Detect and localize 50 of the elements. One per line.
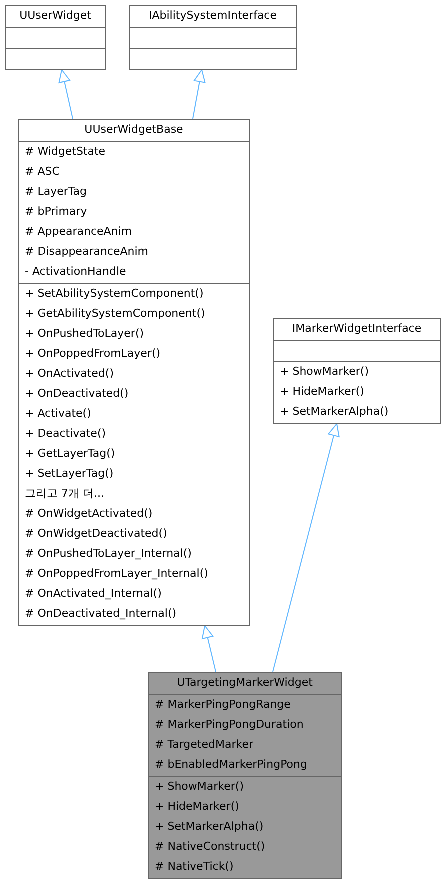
- method-text: + SetMarkerAlpha(): [154, 819, 265, 835]
- attribute-text: # ASC: [24, 164, 61, 180]
- attribute-text: # MarkerPingPongRange: [154, 697, 292, 713]
- method-text: + ShowMarker(): [279, 364, 370, 380]
- class-box: [148, 672, 342, 879]
- inheritance-arrow: [58, 70, 74, 120]
- method-text: + SetAbilitySystemComponent(): [24, 286, 205, 302]
- inheritance-arrow: [202, 626, 216, 672]
- method-text: + GetAbilitySystemComponent(): [24, 306, 206, 322]
- class-name: UUserWidgetBase: [84, 122, 184, 138]
- attribute-text: # TargetedMarker: [154, 737, 255, 753]
- method-text: # NativeTick(): [154, 859, 235, 875]
- class-name: IAbilitySystemInterface: [148, 8, 278, 24]
- attribute-text: # DisappearanceAnim: [24, 244, 150, 260]
- method-text: # OnDeactivated_Internal(): [24, 606, 178, 622]
- method-text: # OnWidgetDeactivated(): [24, 526, 168, 542]
- class-box: [129, 5, 297, 70]
- method-text: + OnActivated(): [24, 366, 115, 382]
- method-text: + Activate(): [24, 406, 92, 422]
- inheritance-arrow: [272, 424, 340, 672]
- class-name: UTargetingMarkerWidget: [176, 675, 314, 691]
- method-text: # OnWidgetActivated(): [24, 506, 154, 522]
- method-text: + SetMarkerAlpha(): [279, 404, 390, 420]
- method-text: # OnActivated_Internal(): [24, 586, 163, 602]
- attribute-text: # LayerTag: [24, 184, 88, 200]
- class-name: UUserWidget: [18, 8, 92, 24]
- class-name: IMarkerWidgetInterface: [291, 321, 423, 337]
- method-text: + SetLayerTag(): [24, 466, 115, 482]
- method-text: # OnPushedToLayer_Internal(): [24, 546, 193, 562]
- attribute-text: # WidgetState: [24, 144, 107, 160]
- class-box: [273, 318, 441, 424]
- method-text: 그리고 7개 더...: [24, 486, 106, 502]
- method-text: + HideMarker(): [279, 384, 366, 400]
- method-text: # NativeConstruct(): [154, 839, 266, 855]
- method-text: # OnPoppedFromLayer_Internal(): [24, 566, 210, 582]
- method-text: + GetLayerTag(): [24, 446, 116, 462]
- attribute-text: # AppearanceAnim: [24, 224, 134, 240]
- class-box: [5, 5, 106, 70]
- method-text: + OnPoppedFromLayer(): [24, 346, 162, 362]
- method-text: + HideMarker(): [154, 799, 240, 815]
- attribute-text: # MarkerPingPongDuration: [154, 717, 305, 733]
- method-text: + Deactivate(): [24, 426, 108, 442]
- method-text: + OnDeactivated(): [24, 386, 130, 402]
- attribute-text: # bEnabledMarkerPingPong: [154, 757, 308, 773]
- attribute-text: - ActivationHandle: [24, 264, 128, 280]
- method-text: + OnPushedToLayer(): [24, 326, 146, 342]
- attribute-text: # bPrimary: [24, 204, 88, 220]
- class-box: [18, 119, 250, 626]
- inheritance-arrow: [192, 70, 206, 120]
- method-text: + ShowMarker(): [154, 779, 245, 795]
